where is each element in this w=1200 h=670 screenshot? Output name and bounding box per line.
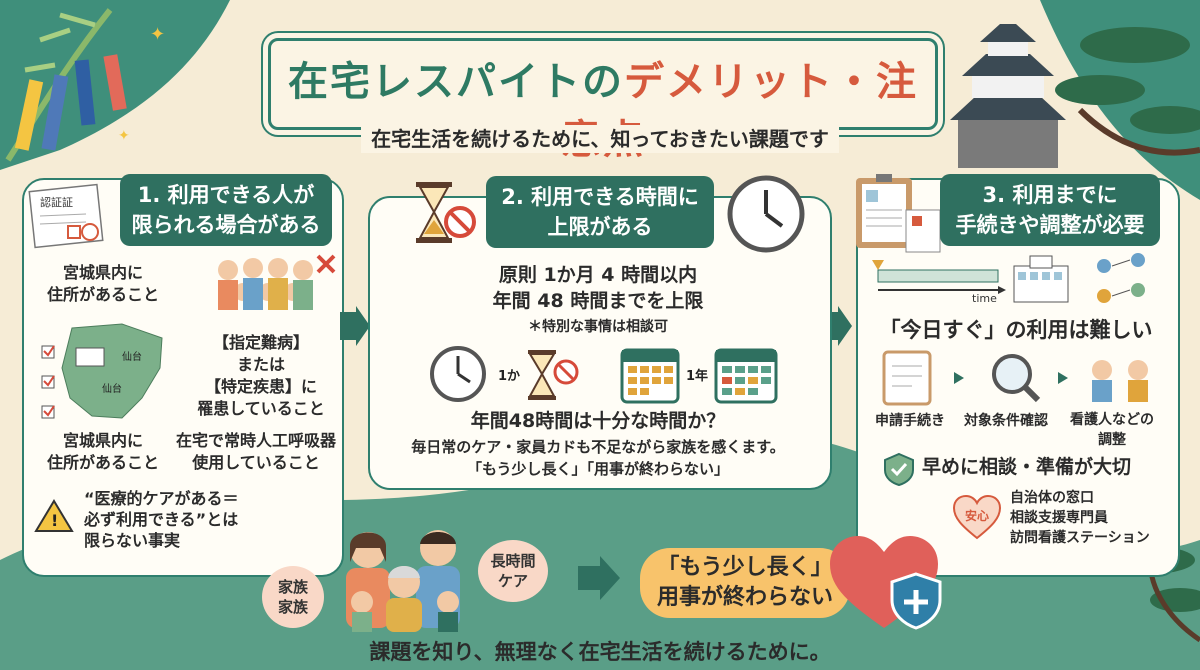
- long-care-bubble: 長時間 ケア: [478, 540, 548, 602]
- step-eligibility: 対象条件確認: [964, 413, 1048, 429]
- warning-icon: !: [34, 499, 74, 532]
- svg-text:!: !: [51, 511, 58, 530]
- section2-header: 2. 利用できる時間に 上限がある: [486, 176, 714, 248]
- shield-check-icon: [884, 452, 914, 486]
- page-subtitle: 在宅生活を続けるために、知っておきたい課題です: [0, 123, 1200, 153]
- time-label: time: [972, 292, 997, 305]
- procedure-steps-icons: [882, 350, 1148, 406]
- bamboo-decoration: ✦ ✦: [5, 8, 165, 162]
- condition-disease: 【指定難病】 または 【特定疾患】に 罹患していること: [197, 333, 325, 418]
- step-application: 申請手続き: [875, 413, 945, 429]
- time-limit-rule: 原則 1か月 4 時間以内 年間 48 時間までを上限: [492, 264, 704, 312]
- svg-text:✦: ✦: [118, 128, 130, 144]
- arrow-right-icon: [340, 306, 370, 346]
- title-part1: 在宅レスパイトの: [288, 59, 624, 105]
- monthly-limit-icons: 1か: [430, 346, 579, 402]
- step-coordination: 看護人などの 調整: [1070, 412, 1154, 448]
- time-limit-note: ＊特別な事情は相談可: [528, 319, 668, 335]
- footer-message: 課題を知り、無理なく在宅生活を続けるために。: [369, 640, 831, 664]
- contact-list: 自治体の窓口 相談支援専門員 訪問看護ステーション: [1010, 488, 1180, 548]
- wish-message-pill: 「もう少し長く」 用事が終わらない: [640, 548, 850, 618]
- title-frame: 在宅レスパイトのデメリット・注意点: [268, 38, 938, 163]
- question-body: 毎日常のケア・家員カドも不足ながら家族を感くます。: [411, 438, 785, 456]
- question-title: 年間48時間は十分な時間か？: [470, 410, 726, 432]
- family-illustration: [346, 530, 460, 632]
- advice-consult-early: 早めに相談・準備が大切: [922, 456, 1132, 478]
- hourglass-prohibited-icon: [416, 182, 476, 243]
- month-label: 1か: [498, 369, 520, 384]
- family-bubble: 家族 家族: [262, 566, 324, 628]
- year-label: 1年: [686, 368, 708, 384]
- certificate-label: 認証証: [40, 195, 73, 209]
- badge-label: 安心: [965, 508, 989, 523]
- question-quote: 「もう少し長く」「用事が終わらない」: [466, 460, 730, 478]
- process-timeline-icon: time: [872, 253, 1145, 305]
- contact-item: 相談支援専門員: [1010, 510, 1108, 526]
- headline-not-immediate: 「今日すぐ」の利用は難しい: [879, 318, 1153, 342]
- clipboard-document-icon: [856, 174, 941, 253]
- map-label-1: 仙台: [122, 350, 142, 363]
- contact-item: 自治体の窓口: [1010, 490, 1094, 506]
- contact-item: 訪問看護ステーション: [1010, 530, 1150, 546]
- map-label-2: 仙台: [102, 382, 122, 395]
- people-group-icon: [218, 254, 336, 310]
- condition-ventilator: 在宅で常時人工呼吸器 使用していること: [175, 431, 336, 472]
- condition-address-1: 宮城県内に 住所があること: [46, 263, 159, 304]
- heart-badge-icon: 安心: [952, 494, 1002, 540]
- arrow-right-icon: [578, 556, 620, 600]
- warning-note: “医療的ケアがある＝ 必ず利用できる”とは 限らない事実: [84, 489, 239, 550]
- miyagi-map-icon: 仙台 仙台: [41, 323, 163, 419]
- heart-shield-icon: [830, 536, 942, 630]
- section3-header: 3. 利用までに 手続きや調整が必要: [940, 174, 1160, 246]
- clock-icon: [727, 175, 805, 253]
- section1-header: 1. 利用できる人が 限られる場合がある: [120, 174, 332, 246]
- svg-text:✦: ✦: [150, 24, 165, 45]
- certificate-icon: 認証証: [28, 183, 104, 249]
- condition-address-2: 宮城県内に 住所があること: [46, 431, 159, 472]
- yearly-calendar-icons: 1年: [620, 348, 778, 404]
- castle-illustration: [950, 24, 1066, 168]
